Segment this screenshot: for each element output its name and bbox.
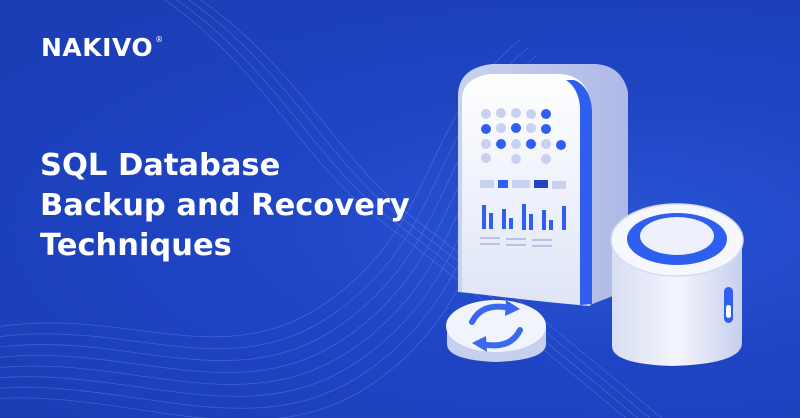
logo-wordmark: NAKIVO — [41, 33, 154, 62]
sync-icon — [446, 300, 546, 362]
server-icon — [458, 64, 628, 306]
database-icon — [610, 203, 744, 366]
title-line-3: Techniques — [40, 228, 232, 263]
registered-mark: ® — [155, 35, 164, 44]
nakivo-logo: NAKIVO ® — [41, 33, 164, 62]
page-title: SQL Database Backup and Recovery Techniq… — [40, 146, 410, 266]
title-line-2: Backup and Recovery — [40, 188, 410, 223]
title-line-1: SQL Database — [40, 148, 281, 183]
